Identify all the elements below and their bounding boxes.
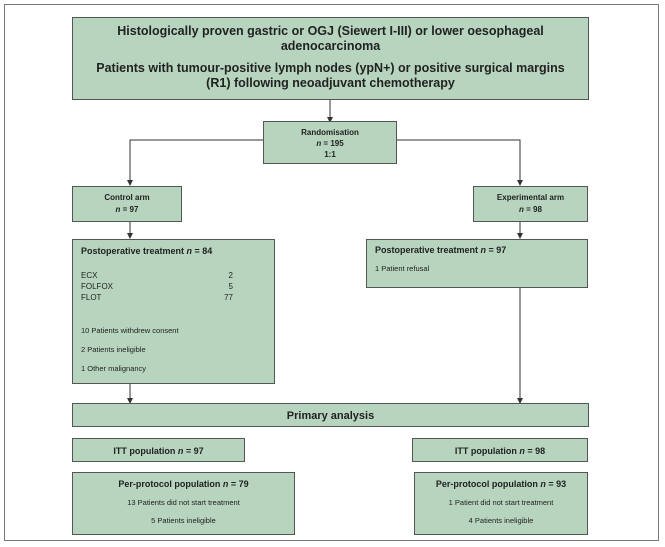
eligibility-line2: Patients with tumour-positive lymph node… [96, 61, 565, 90]
regimen-list: ECX 2 FOLFOX 5 FLOT 77 [81, 270, 233, 303]
primary-analysis-box: Primary analysis [72, 403, 589, 427]
experimental-pp-box: Per-protocol population n = 93 1 Patient… [414, 472, 588, 535]
regimen-count: 2 [228, 271, 233, 280]
experimental-postop-box: Postoperative treatment n = 97 1 Patient… [366, 239, 588, 288]
experimental-pp-note: 4 Patients ineligible [468, 516, 534, 525]
experimental-postop-title: Postoperative treatment n = 97 [375, 245, 507, 255]
regimen-name: FOLFOX [81, 282, 114, 291]
control-arm-title: Control arm [104, 193, 150, 202]
experimental-arm-box: Experimental arm n = 98 [473, 186, 588, 222]
regimen-row: ECX 2 [81, 270, 233, 281]
eligibility-line1: Histologically proven gastric or OGJ (Si… [117, 24, 544, 53]
eligibility-box: Histologically proven gastric or OGJ (Si… [72, 17, 589, 100]
primary-analysis-label: Primary analysis [286, 410, 375, 422]
regimen-row: FLOT 77 [81, 292, 233, 303]
experimental-postop-note: 1 Patient refusal [375, 264, 430, 273]
control-postop-note: 1 Other malignancy [81, 364, 147, 373]
control-postop-box: Postoperative treatment n = 84 ECX 2 FOL… [72, 239, 275, 384]
regimen-count: 5 [228, 282, 233, 291]
control-itt-box: ITT population n = 97 [72, 438, 245, 462]
control-pp-box: Per-protocol population n = 79 13 Patien… [72, 472, 295, 535]
control-itt-label: ITT population n = 97 [113, 446, 204, 456]
control-pp-note: 5 Patients ineligible [151, 516, 216, 525]
control-postop-note: 2 Patients ineligible [81, 345, 146, 354]
randomisation-box: Randomisation n = 195 1:1 [263, 121, 397, 164]
regimen-name: ECX [81, 271, 98, 280]
experimental-arm-n: n = 98 [519, 205, 542, 214]
regimen-row: FOLFOX 5 [81, 281, 233, 292]
control-pp-label: Per-protocol population n = 79 [118, 479, 249, 489]
randomisation-n: n = 195 [316, 139, 344, 148]
randomisation-title: Randomisation [301, 128, 359, 137]
line-randomisation-to-control [127, 139, 263, 186]
regimen-count: 77 [224, 293, 233, 302]
control-postop-title: Postoperative treatment n = 84 [81, 246, 213, 256]
experimental-itt-box: ITT population n = 98 [412, 438, 588, 462]
control-pp-note: 13 Patients did not start treatment [127, 498, 240, 507]
control-arm-box: Control arm n = 97 [72, 186, 182, 222]
regimen-name: FLOT [81, 293, 102, 302]
experimental-pp-note: 1 Patient did not start treatment [448, 498, 554, 507]
control-arm-n: n = 97 [115, 205, 139, 214]
experimental-itt-label: ITT population n = 98 [454, 446, 546, 456]
line-randomisation-to-experimental [397, 139, 523, 186]
experimental-pp-label: Per-protocol population n = 93 [435, 479, 567, 489]
diagram-frame [4, 4, 659, 541]
experimental-arm-title: Experimental arm [496, 193, 565, 202]
randomisation-ratio: 1:1 [324, 150, 336, 159]
control-postop-note: 10 Patients withdrew consent [81, 326, 179, 335]
